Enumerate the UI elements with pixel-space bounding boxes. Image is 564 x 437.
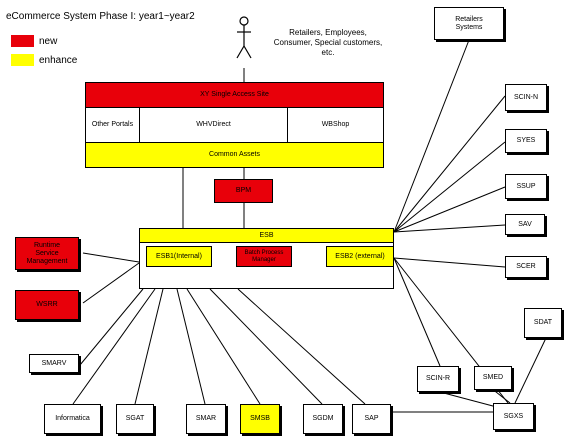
common-assets-layer: Common Assets [85,142,384,168]
sgxs-box: SGXS [493,403,534,430]
bpm-box: BPM [214,179,273,203]
access-site-layer: XY Single Access Site [85,82,384,108]
smarv-box: SMARV [29,354,79,373]
legend-enhance-swatch [11,54,34,66]
sgdm-box: SGDM [303,404,343,434]
batch-process-manager-box: Batch Process Manager [236,246,292,267]
user-actor-icon [236,16,252,59]
scin-n-box: SCIN-N [505,84,547,111]
legend-enhance-label: enhance [39,55,78,66]
retailers-systems-box: Retailers Systems [434,7,504,40]
sgat-box: SGAT [116,404,154,434]
esb1-internal-box: ESB1(Internal) [146,246,212,267]
scin-r-box: SCIN-R [417,366,459,392]
ssup-box: SSUP [505,174,547,199]
legend-new-label: new [39,36,58,47]
sav-box: SAV [505,214,545,235]
smed-box: SMED [474,366,512,390]
sdat-box: SDAT [524,308,562,338]
syes-box: SYES [505,129,547,153]
sap-box: SAP [352,404,391,434]
wsrr-box: WSRR [15,290,79,320]
legend-new-swatch [11,35,34,47]
smsb-box: SMSB [240,404,280,434]
wbshop-box: WBShop [287,107,384,143]
actor-label: Retailers, Employees, Consumer, Special … [273,28,383,57]
esb-header: ESB [139,228,394,243]
esb2-external-box: ESB2 (external) [326,246,394,267]
whvdirect-box: WHVDirect [139,107,288,143]
scer-box: SCER [505,256,547,278]
runtime-service-management-box: Runtime Service Management [15,237,79,270]
page-title: eCommerce System Phase I: year1~year2 [6,11,195,22]
other-portals-box: Other Portals [85,107,140,143]
smar-box: SMAR [186,404,226,434]
informatica-box: Informatica [44,404,101,434]
